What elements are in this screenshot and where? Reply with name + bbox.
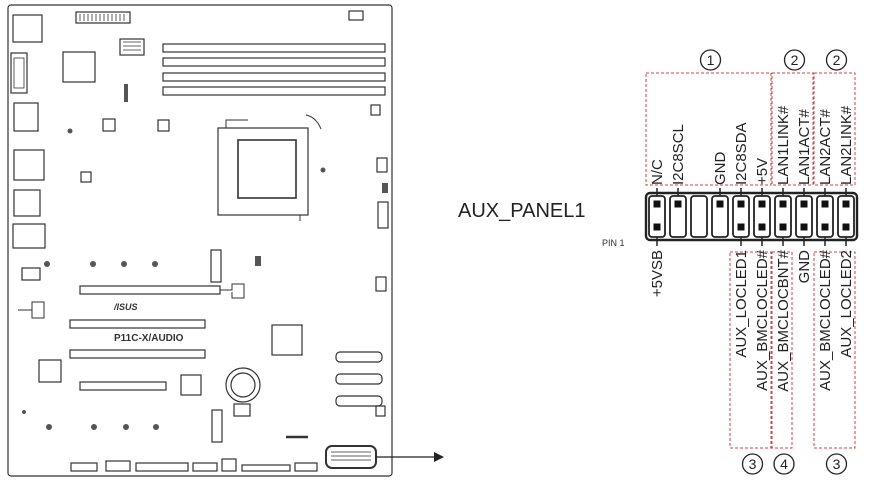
bottom-group-box [729, 251, 772, 449]
pin-bottom [821, 223, 829, 231]
pin-label-bottom: +5VSB [649, 250, 666, 297]
pcie-slot-3 [69, 349, 206, 359]
pin-label-top: LAN1LINK# [775, 105, 792, 185]
pin-top [821, 200, 829, 208]
sata-port-2 [335, 373, 383, 385]
sata-port-1 [335, 351, 383, 363]
pin-label-top: I2C8SCL [670, 124, 687, 185]
bottom-group-number-circle [741, 453, 764, 475]
top-group-number-circle [825, 49, 848, 71]
pin1-label: PIN 1 [602, 238, 625, 248]
io-block-6 [12, 223, 46, 249]
bottom-group-number-circle [825, 453, 848, 475]
arrow-head-icon [434, 452, 444, 462]
pin-label-bottom: AUX_BMCLOCLED# [817, 249, 834, 391]
pin-label-bottom: AUX_BMCLOCBNT# [775, 249, 792, 391]
pin-top [800, 200, 808, 208]
top-group-number: 2 [791, 52, 799, 68]
bottom-group-box [771, 251, 793, 449]
m2-slot-1 [210, 249, 222, 283]
pin-label-top: LAN1ACT# [796, 108, 813, 185]
top-group-number-circle [699, 49, 722, 71]
dimm-slot-3 [162, 72, 386, 82]
io-block-5 [13, 189, 41, 217]
board-model-label: P11C-X/AUDIO [114, 333, 184, 344]
atx-power-connector [75, 11, 131, 24]
pin-top [716, 200, 724, 208]
top-group-box [813, 72, 856, 186]
pin-top [653, 200, 661, 208]
pin-label-top: N/C [649, 159, 666, 185]
sata-port-3 [335, 395, 383, 407]
bottom-group-number: 3 [749, 456, 757, 472]
io-block-2 [62, 51, 96, 83]
pin-top [758, 200, 766, 208]
io-block-1 [12, 14, 43, 43]
pin-bottom [779, 223, 787, 231]
pin-label-top: LAN2ACT# [817, 108, 834, 185]
m2-slot-2 [211, 409, 223, 443]
top-group-number-circle [783, 49, 806, 71]
vga-port [10, 52, 28, 94]
cmos-battery [225, 367, 261, 403]
io-block-3 [13, 102, 39, 132]
pin-label-bottom: AUX_BMCLOCLED# [754, 249, 771, 391]
board-brand-logo: /ISUS [113, 302, 138, 312]
pin-label-top: I2C8SDA [733, 122, 750, 185]
bottom-group-number: 4 [780, 456, 788, 472]
dimm-slot-1 [162, 43, 386, 53]
top-group-number: 1 [707, 52, 715, 68]
top-header [348, 10, 364, 21]
pin-label-top: LAN2LINK# [838, 105, 855, 185]
bmc-chip [271, 324, 303, 356]
pin-label-bottom: AUX_LOCLED2 [838, 250, 855, 358]
pin-bottom [737, 223, 745, 231]
dimm-slot-2 [162, 57, 386, 67]
bottom-group-number: 3 [833, 456, 841, 472]
pin-label-top: GND [712, 152, 729, 186]
pcie-slot-2 [69, 319, 206, 329]
pin-bottom [758, 223, 766, 231]
board-outline [7, 4, 393, 477]
connector-name: AUX_PANEL1 [458, 200, 585, 222]
pin-label-bottom: AUX_LOCLED1 [733, 250, 750, 358]
top-group-number: 2 [833, 52, 841, 68]
pin-top [737, 200, 745, 208]
pin-bottom [800, 223, 808, 231]
cpu-socket [217, 127, 309, 216]
dimm-slot-4 [162, 86, 386, 96]
pin-bottom [653, 223, 661, 231]
pin-top [779, 200, 787, 208]
top-group-box [771, 72, 814, 186]
pin-top [842, 200, 850, 208]
pin-bottom [842, 223, 850, 231]
pin-header-body [644, 191, 859, 242]
pin-label-bottom: GND [796, 250, 813, 284]
pcie-slot-4 [79, 381, 167, 391]
top-group-box [645, 72, 772, 186]
cpu-power-connector [119, 38, 145, 56]
bottom-group-box [813, 251, 856, 449]
bottom-group-number-circle [773, 453, 795, 475]
pin-label-top: +5V [754, 158, 771, 185]
pin-top [674, 200, 682, 208]
io-block-4 [13, 149, 45, 181]
